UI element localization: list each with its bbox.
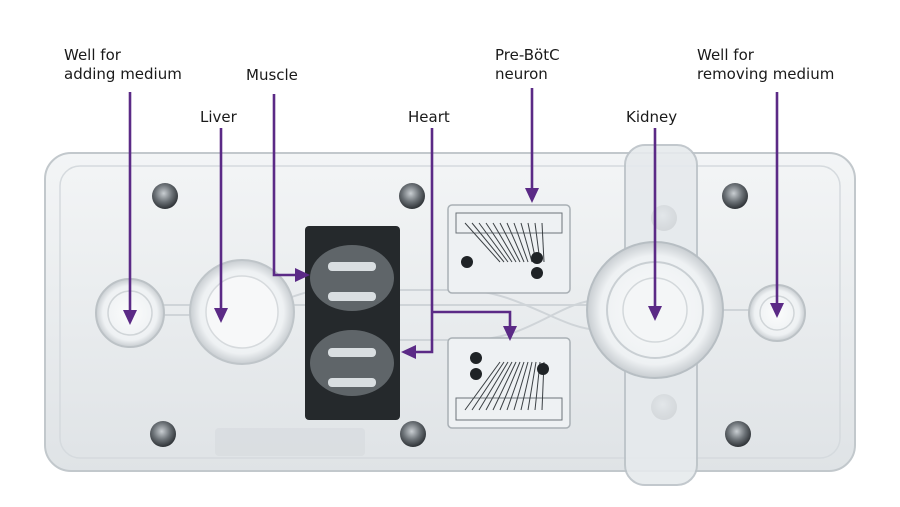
prebotc-chip	[447, 204, 571, 294]
heart-mea-chip	[447, 337, 571, 429]
embossed-mark	[215, 428, 365, 456]
label-heart: Heart	[408, 108, 450, 126]
label-well-removing-line2: removing medium	[697, 65, 835, 83]
label-prebotc-line1: Pre-BötC	[495, 46, 560, 64]
screw-icon	[400, 421, 426, 447]
label-well-removing-line1: Well for	[697, 46, 754, 64]
screw-icon	[152, 183, 178, 209]
screw-icon	[722, 183, 748, 209]
liver-compartment	[189, 259, 295, 365]
label-liver: Liver	[200, 108, 237, 126]
label-prebotc: Pre-BötC neuron	[495, 46, 560, 84]
label-kidney: Kidney	[626, 108, 678, 126]
label-well-adding-line2: adding medium	[64, 65, 182, 83]
annotation-arrows	[123, 88, 784, 359]
screw-icon	[150, 421, 176, 447]
screw-icon	[725, 421, 751, 447]
label-well-adding-line1: Well for	[64, 46, 121, 64]
muscle-heart-block	[305, 226, 400, 420]
label-muscle: Muscle	[246, 66, 298, 84]
screw-icon	[399, 183, 425, 209]
label-well-removing: Well for removing medium	[697, 46, 834, 84]
label-prebotc-line2: neuron	[495, 65, 548, 83]
label-well-adding: Well for adding medium	[64, 46, 182, 84]
